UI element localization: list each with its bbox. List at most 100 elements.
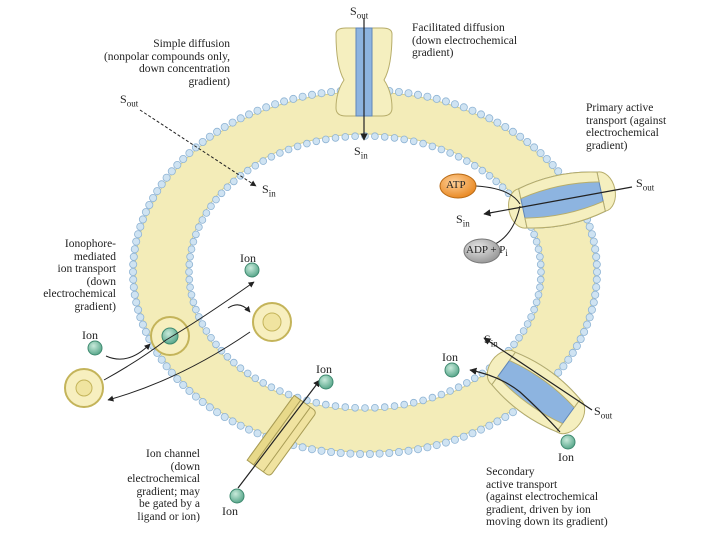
lipid-head [129,252,138,261]
lipid-head [276,387,284,395]
lipid-head [516,132,525,141]
lipid-head [244,110,253,119]
lipid-head [128,267,137,276]
ionophore-label: Ionophore-mediated ion transport(down el… [43,238,116,313]
lipid-head [515,333,523,342]
lipid-head [385,448,394,457]
lipid-head [267,153,276,161]
lipid-head [129,275,138,284]
lipid-head [236,114,245,123]
ionophore-carrier-inside [252,302,292,342]
lipid-head [173,374,182,383]
lipid-head [591,245,600,254]
lipid-head [220,123,229,132]
lipid-head [251,161,260,170]
lipid-head [585,313,594,322]
lipid-head [593,267,602,276]
lipid-head [162,173,171,182]
lipid-head [532,237,541,246]
lipid-head [508,408,517,417]
lipid-head [321,135,330,144]
lipid-head [409,398,418,407]
lipid-head [228,118,237,127]
lipid-head [251,374,260,383]
lipid-head [236,421,245,430]
lipid-head [141,208,150,217]
lipid-head [404,446,413,455]
lipid-head [400,135,409,144]
lipid-head [585,222,594,231]
lipid-head [312,398,321,407]
lipid-head [441,97,450,106]
lipid-head [530,143,539,152]
lipid-head [202,209,211,217]
lipid-head [380,403,389,411]
lipid-head [501,123,510,132]
lipid-head [390,134,399,142]
facilitated-diffusion-label: Facilitated diffusion(down electrochemic… [412,22,518,59]
lipid-head [592,252,601,261]
ion-label-channel-inside: Ion [316,362,332,376]
lipid-head [336,448,345,457]
ion-channel-outside [229,488,245,504]
lipid-head [223,352,232,361]
lipid-head [138,320,147,329]
s-in-secondary: Sin [484,332,498,349]
lipid-head [132,298,141,307]
lipid-head [501,412,510,421]
lipid-head [419,396,427,405]
simple-diffusion-label: Simple diffusion(nonpolar compounds only… [103,38,230,88]
lipid-head [361,404,369,412]
lipid-head [207,202,215,211]
lipid-head [129,283,138,292]
lipid-head [217,189,226,198]
lipid-head [212,195,220,204]
lipid-head [423,443,432,452]
lipid-head [259,379,268,387]
lipid-head [413,90,422,99]
lipid-head [185,275,194,284]
lipid-head [591,290,600,299]
lipid-head [267,383,276,392]
lipid-head [185,260,194,269]
lipid-head [276,149,284,157]
lipid-head [179,380,188,389]
lipid-head [185,268,193,276]
lipid-head [530,305,538,314]
lipid-head [534,245,543,254]
ion-label-ionophore-inside: Ion [240,251,256,265]
lipid-head [195,223,203,231]
lipid-head [331,402,340,410]
lipid-head [244,425,253,434]
lipid-head [138,215,147,224]
atp-label: ATP [446,179,466,191]
lipid-head [493,118,502,127]
lipid-head [592,260,601,269]
lipid-head [450,100,459,109]
lipid-head [331,134,340,142]
lipid-head [149,193,158,202]
lipid-head [583,320,592,329]
ion-label-ionophore-outside: Ion [82,328,98,342]
lipid-head [400,400,409,409]
lipid-head [530,230,538,239]
lipid-head [459,103,468,112]
lipid-head [134,305,143,314]
lipid-head [236,364,245,373]
lipid-head [298,443,307,452]
lipid-head [510,340,518,349]
lipid-head [437,390,446,399]
lipid-head [223,183,232,192]
lipid-head [580,327,589,336]
lipid-head [145,200,154,209]
lipid-head [492,177,501,186]
lipid-head [572,341,581,350]
lipid-head [432,94,441,103]
lipid-head [468,106,477,115]
lipid-head [476,425,485,434]
lipid-head [298,92,307,101]
ionophore-carrier-outside [64,368,104,408]
lipid-head [470,374,479,383]
